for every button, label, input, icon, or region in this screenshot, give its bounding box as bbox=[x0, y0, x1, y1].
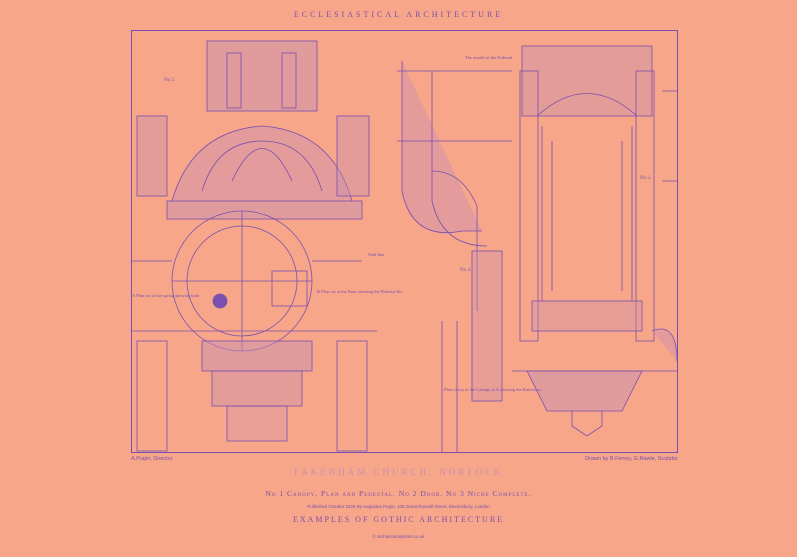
credit-director: A.Pugin, Director bbox=[131, 456, 173, 462]
label-wall-line: Wall line bbox=[368, 252, 384, 257]
plate-subtitle: No 1 Canopy, Plan and Pedestal. No 2 Doo… bbox=[265, 489, 532, 498]
plate-frame: No 2. No 4. No 3. Wall line A Plan cut a… bbox=[131, 30, 678, 453]
architectural-drawing: No 2. No 4. No 3. Wall line A Plan cut a… bbox=[132, 40, 677, 452]
publication-line: Published October 1825 By Augustus Pugin… bbox=[307, 504, 490, 509]
label-plan-b: B Plan cut at the Base showing the Pedes… bbox=[317, 289, 403, 294]
label-no4: No 4. bbox=[460, 268, 471, 273]
label-plan-a: A Plan cut at the spring shewing both bbox=[132, 293, 200, 298]
plate-header: ECCLESIASTICAL ARCHITECTURE bbox=[293, 10, 504, 19]
website-credit: © architecturalprints.co.uk bbox=[372, 534, 425, 539]
label-no2: No 2. bbox=[164, 78, 175, 83]
credit-drawn-by: Drawn by B.Ferrey, G.Rawle, Sculptor bbox=[585, 456, 678, 462]
plate-title: FAKENHAM CHURCH, NORFOLK bbox=[293, 467, 504, 477]
label-plan-c: Plan of top of the Canopy at A showing t… bbox=[444, 387, 541, 392]
label-mouth: The mouth of the Pedestal bbox=[465, 55, 513, 60]
series-title: EXAMPLES OF GOTHIC ARCHITECTURE bbox=[292, 515, 505, 524]
label-no3: No 3. bbox=[640, 176, 651, 181]
